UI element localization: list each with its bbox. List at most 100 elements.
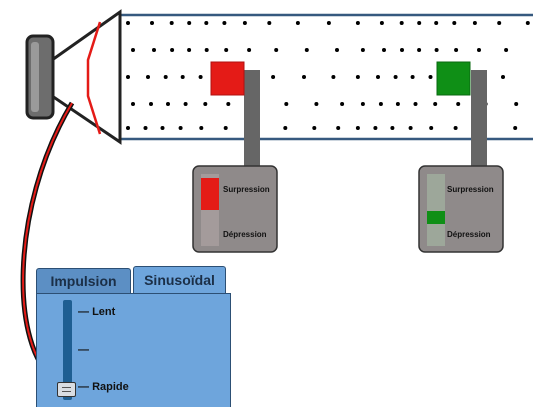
air-particle	[355, 126, 360, 130]
air-particle	[408, 126, 413, 130]
tab-sinusoidal[interactable]: Sinusoïdal	[133, 266, 226, 293]
air-particle	[525, 21, 530, 25]
air-particle	[271, 75, 276, 79]
pressure-gauge-green: Surpression Dépression	[418, 61, 504, 253]
air-particle	[143, 126, 148, 130]
air-particle	[331, 75, 336, 79]
air-particle	[340, 102, 345, 106]
air-particle	[199, 126, 204, 130]
air-particle	[360, 48, 365, 52]
air-particle	[295, 21, 300, 25]
air-particle	[400, 48, 404, 52]
air-particle	[187, 21, 192, 25]
air-particle	[187, 48, 192, 52]
air-particle	[410, 75, 415, 79]
air-particle	[169, 21, 174, 25]
air-particle	[393, 75, 398, 79]
air-particle	[203, 102, 208, 106]
air-particle	[160, 126, 165, 130]
tab-impulsion-label: Impulsion	[50, 273, 117, 289]
air-particle	[417, 48, 422, 52]
slider-label-fast: Rapide	[92, 381, 129, 393]
gauge-level-bar	[201, 178, 219, 210]
air-particle	[434, 48, 439, 52]
pressure-gauge-red: Surpression Dépression	[192, 61, 278, 253]
speed-slider-thumb[interactable]	[57, 382, 76, 397]
loudspeaker-icon[interactable]	[25, 9, 122, 145]
gauge-surpression-label: Surpression	[223, 185, 270, 194]
tab-impulsion[interactable]: Impulsion	[36, 268, 131, 293]
air-particle	[477, 48, 481, 52]
air-particle	[242, 21, 247, 25]
air-particle	[283, 126, 288, 130]
air-particle	[504, 48, 509, 52]
air-particle	[360, 102, 365, 106]
air-particle	[163, 75, 168, 79]
probe-stem	[244, 70, 260, 168]
air-particle	[390, 126, 395, 130]
air-particle	[382, 48, 386, 52]
speed-slider-track[interactable]	[63, 300, 72, 400]
air-particle	[376, 75, 380, 79]
air-particle	[204, 48, 209, 52]
air-particle	[131, 102, 135, 106]
air-particle	[453, 126, 458, 130]
air-particle	[149, 102, 153, 106]
air-particle	[314, 102, 319, 106]
air-particle	[126, 21, 130, 25]
air-particle	[222, 21, 227, 25]
air-particle	[152, 48, 156, 52]
air-particle	[472, 21, 477, 25]
air-particle	[166, 102, 170, 106]
air-particle	[224, 48, 229, 52]
air-particle	[284, 102, 289, 106]
control-panel: — Lent — — Rapide	[36, 293, 231, 407]
air-particle	[497, 21, 502, 25]
air-particle	[429, 126, 434, 130]
probe-head[interactable]	[210, 61, 245, 96]
air-particle	[379, 21, 384, 25]
air-particle	[267, 21, 272, 25]
air-particle	[204, 21, 209, 25]
air-particle	[183, 102, 188, 106]
air-particle	[274, 48, 279, 52]
air-particle	[501, 75, 505, 79]
air-particle	[336, 126, 341, 130]
air-particle	[454, 48, 459, 52]
air-particle	[247, 48, 252, 52]
air-particle	[514, 102, 519, 106]
air-particle	[355, 75, 360, 79]
air-particle	[335, 48, 339, 52]
air-particle	[433, 102, 438, 106]
air-particle	[180, 75, 185, 79]
air-particle	[399, 21, 404, 25]
gauge-depression-label: Dépression	[447, 230, 491, 239]
air-particle	[513, 126, 518, 130]
air-particle	[395, 102, 400, 106]
air-particle	[373, 126, 378, 130]
air-particle	[302, 75, 306, 79]
air-particle	[452, 21, 457, 25]
air-particle	[170, 48, 175, 52]
air-particle	[378, 102, 383, 106]
tab-sinusoidal-label: Sinusoïdal	[144, 272, 215, 288]
air-particle	[304, 48, 309, 52]
air-particle	[146, 75, 150, 79]
probe-head[interactable]	[436, 61, 471, 96]
gauge-level-bar	[427, 211, 445, 224]
air-particle	[428, 75, 433, 79]
gauge-depression-label: Dépression	[223, 230, 267, 239]
probe-stem	[471, 70, 487, 168]
air-particle	[417, 21, 422, 25]
air-particle	[226, 102, 231, 106]
air-particle	[198, 75, 203, 79]
air-particle	[131, 48, 135, 52]
air-particle	[312, 126, 317, 130]
air-particle	[413, 102, 418, 106]
slider-label-slow: Lent	[92, 306, 116, 318]
slider-tick-mid: —	[78, 344, 89, 356]
air-particle	[178, 126, 183, 130]
gauge-surpression-label: Surpression	[447, 185, 494, 194]
air-particle	[326, 21, 331, 25]
